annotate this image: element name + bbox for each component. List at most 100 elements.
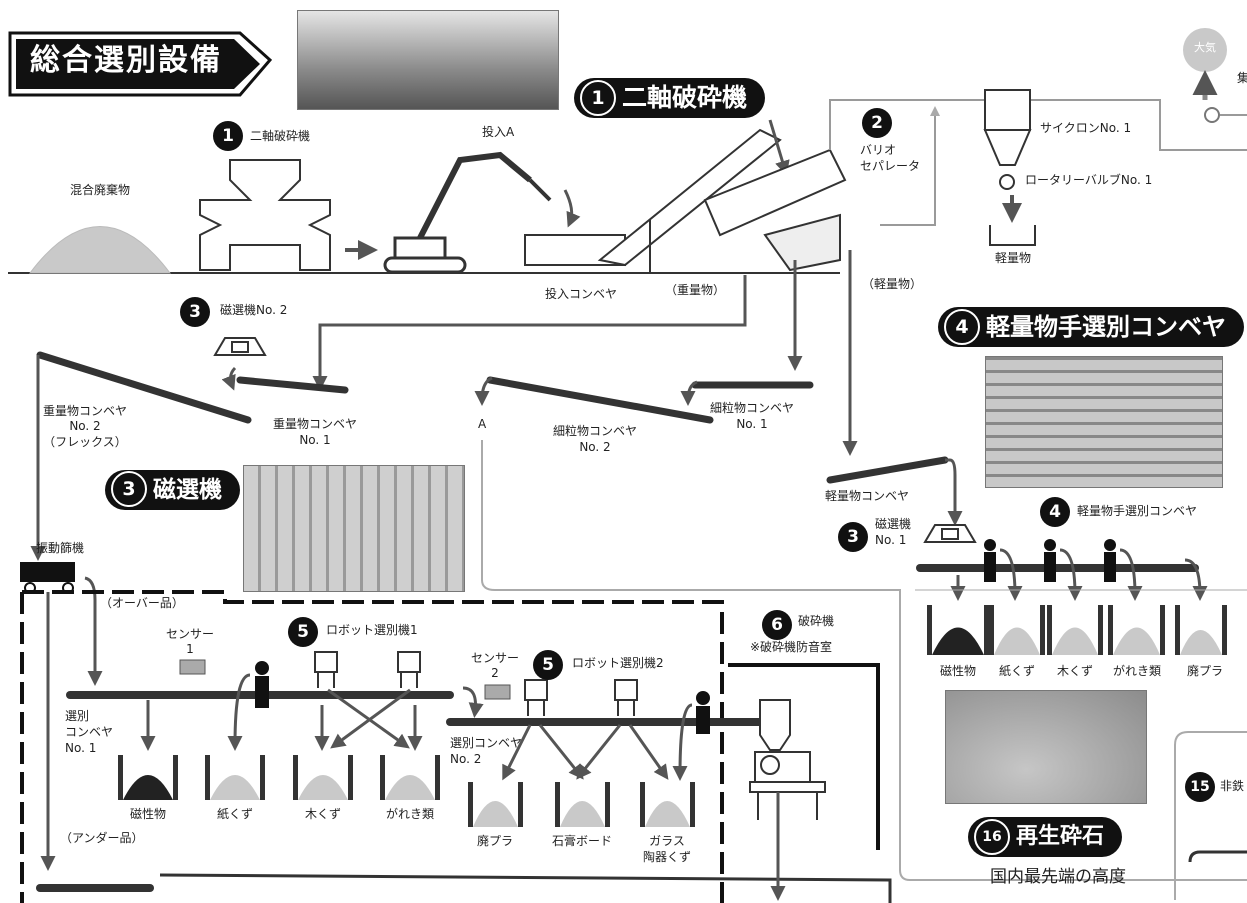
label-fine-conv2-2: No. 2 — [579, 441, 610, 455]
bin-label-wood: 木くず — [305, 808, 341, 822]
label-under: （アンダー品） — [60, 832, 144, 846]
bin-label-magnetic: 磁性物 — [130, 808, 166, 822]
label-light-material: 軽量物 — [995, 252, 1031, 266]
label-fine-conv2-1: 細粒物コンベヤ — [553, 425, 637, 439]
label-light: （軽量物） — [862, 278, 922, 292]
label-cyclone: サイクロンNo. 1 — [1040, 122, 1131, 136]
label-rotary-valve: ロータリーバルブNo. 1 — [1025, 174, 1152, 188]
section-crusher-banner: 1二軸破砕機 — [574, 78, 765, 118]
label-fine-conv1-2: No. 1 — [736, 418, 767, 432]
right-bin-label-paper: 紙くず — [999, 665, 1035, 679]
label-sort-conv1-2: コンベヤ — [65, 726, 113, 740]
label-sort-conv1-3: No. 1 — [65, 742, 96, 756]
label-nonferrous: 非鉄 — [1220, 780, 1244, 794]
label-a-mark: A — [478, 418, 486, 432]
section-recycled-label: 再生砕石 — [1016, 824, 1104, 849]
badge-1: 1 — [213, 121, 243, 151]
photo-hand-sort — [985, 356, 1223, 488]
bin-label-plastic: 廃プラ — [477, 835, 513, 849]
label-atmosphere: 大気 — [1194, 42, 1216, 55]
label-heavy-conv2-2: No. 2 — [69, 420, 100, 434]
right-bin-label-magnetic: 磁性物 — [940, 665, 976, 679]
badge-3-magnet-no1: 3 — [838, 522, 868, 552]
label-mixed-waste: 混合廃棄物 — [70, 184, 130, 198]
label-magnet-no2: 磁選機No. 2 — [220, 304, 287, 318]
badge-15: 15 — [1185, 772, 1215, 802]
label-sort-conv1-1: 選別 — [65, 710, 89, 724]
label-bottom-text: 国内最先端の高度 — [990, 868, 1126, 888]
badge-4: 4 — [1040, 497, 1070, 527]
bin-label-glass-1: ガラス — [649, 835, 685, 849]
mixed-waste-pile — [30, 227, 170, 274]
label-sort-conv2-2: No. 2 — [450, 753, 481, 767]
label-heavy-conv1-2: No. 1 — [299, 434, 330, 448]
label-crusher6-note: ※破砕機防音室 — [750, 641, 832, 655]
robot-room-border — [22, 592, 722, 903]
label-light-conveyor: 軽量物コンベヤ — [825, 490, 909, 504]
label-sensor1-1: センサー — [166, 628, 214, 642]
label-over: （オーバー品） — [100, 597, 184, 611]
magnet-no1 — [925, 525, 975, 542]
label-sensor1-2: 1 — [186, 643, 194, 657]
label-sort-conv2-1: 選別コンベヤ — [450, 737, 522, 751]
crusher-6-machine — [750, 700, 825, 820]
label-vario-2: セパレータ — [860, 160, 920, 174]
section-hand-sort-label: 軽量物手選別コンベヤ — [986, 313, 1226, 341]
label-right-edge: 集 — [1237, 72, 1247, 86]
label-input-a: 投入A — [482, 126, 514, 140]
section-hand-sort-number: 4 — [944, 309, 980, 345]
label-heavy-conv2-1: 重量物コンベヤ — [43, 405, 127, 419]
label-crusher: 二軸破砕機 — [250, 130, 310, 144]
section-crusher-label: 二軸破砕機 — [622, 83, 747, 112]
worker-2 — [696, 691, 710, 734]
photo-recycled-gravel — [945, 690, 1147, 804]
bottom-bins-1 — [118, 755, 440, 800]
label-robot2: ロボット選別機2 — [572, 657, 664, 671]
badge-5-robot1: 5 — [288, 617, 318, 647]
badge-5-robot2: 5 — [533, 650, 563, 680]
badge-3-magnet-no2: 3 — [180, 297, 210, 327]
right-bin-label-rubble: がれき類 — [1113, 665, 1161, 679]
hand-sort-workers — [984, 539, 1116, 582]
label-magnet-1: 磁選機 — [875, 518, 911, 532]
cyclone — [985, 90, 1030, 189]
bin-label-rubble: がれき類 — [386, 808, 434, 822]
badge-2: 2 — [862, 108, 892, 138]
section-magnet-label: 磁選機 — [153, 477, 222, 503]
robot-arms-2 — [525, 680, 637, 716]
label-magnet-1-no: No. 1 — [875, 534, 906, 548]
right-bin-label-wood: 木くず — [1057, 665, 1093, 679]
worker-1 — [255, 661, 269, 708]
label-input-conveyor: 投入コンベヤ — [545, 288, 617, 302]
label-fine-conv1-1: 細粒物コンベヤ — [710, 402, 794, 416]
right-bins — [927, 605, 1227, 655]
section-recycled-number: 16 — [974, 819, 1010, 855]
label-heavy: （重量物） — [665, 284, 725, 298]
label-heavy-conv2-3: （フレックス） — [43, 436, 127, 450]
right-bin-label-plastic: 廃プラ — [1187, 665, 1223, 679]
crusher-machine — [200, 160, 330, 270]
magnet-no2 — [215, 338, 265, 355]
label-vario-1: バリオ — [860, 144, 896, 158]
bin-label-gypsum: 石膏ボード — [552, 835, 612, 849]
photo-top-machine — [297, 10, 559, 110]
label-sensor2-1: センサー — [471, 652, 519, 666]
label-vibrating-screen: 振動篩機 — [36, 542, 84, 556]
robot-arms-1 — [315, 652, 420, 688]
label-sensor2-2: 2 — [491, 667, 499, 681]
bottom-bins-2 — [468, 782, 695, 827]
label-robot1: ロボット選別機1 — [326, 624, 418, 638]
section-magnet-number: 3 — [111, 471, 147, 507]
section-crusher-number: 1 — [580, 80, 616, 116]
label-hand-sort-conveyor: 軽量物手選別コンベヤ — [1077, 505, 1197, 519]
vibrating-screen — [20, 562, 75, 593]
bin-label-glass-2: 陶器くず — [643, 851, 691, 865]
photo-magnet — [243, 465, 465, 592]
badge-6: 6 — [762, 610, 792, 640]
label-heavy-conv1-1: 重量物コンベヤ — [273, 418, 357, 432]
label-crusher6: 破砕機 — [798, 615, 834, 629]
